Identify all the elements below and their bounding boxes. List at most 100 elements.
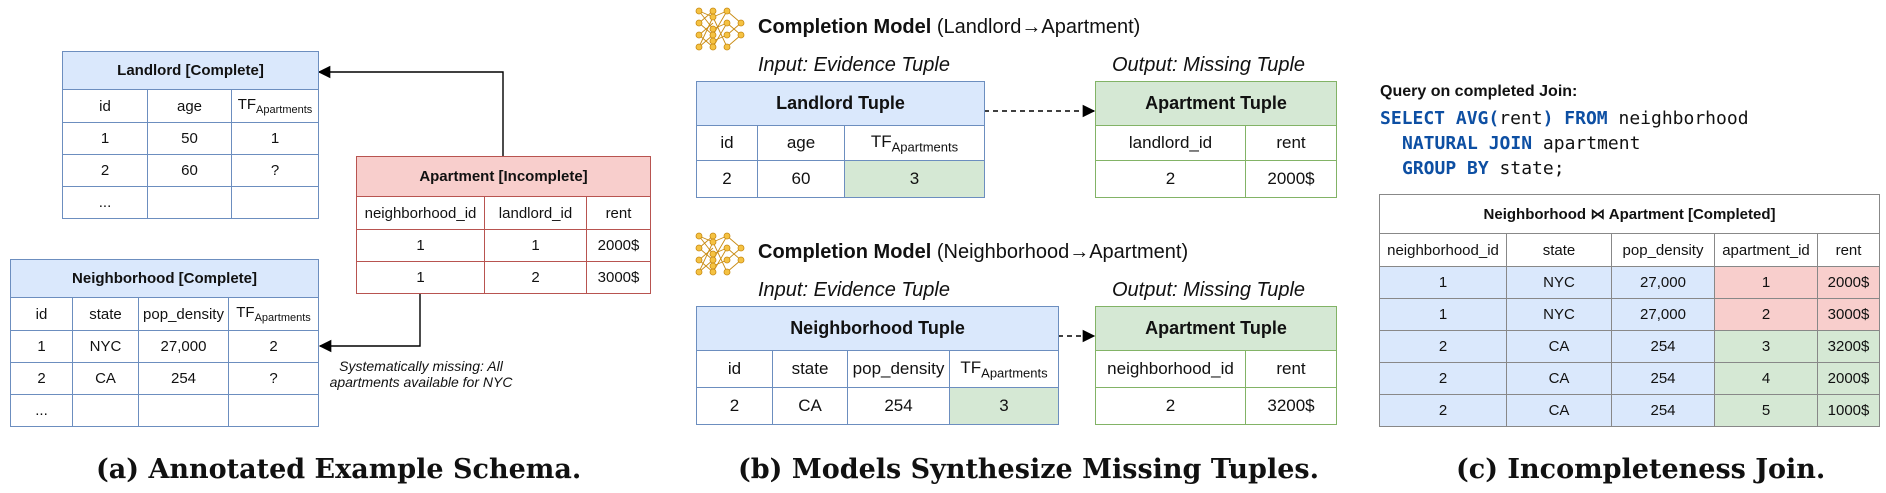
table-cell: 27,000 xyxy=(1611,266,1715,299)
neural-network-icon xyxy=(695,232,745,276)
model2-title: Completion Model (Neighborhood→Apartment… xyxy=(758,241,1189,263)
apartment-to-landlord-arrow xyxy=(317,65,504,156)
column-header: landlord_id xyxy=(484,196,587,230)
column-header: landlord_id xyxy=(1095,125,1246,161)
table-cell: 1 xyxy=(1379,298,1507,331)
table-cell: 254 xyxy=(1611,394,1715,427)
table-cell: 2 xyxy=(696,387,773,425)
apartment-to-neighborhood-arrow xyxy=(318,293,421,353)
column-header: state xyxy=(1506,233,1612,267)
table-cell: 3 xyxy=(844,160,985,198)
column-header: state xyxy=(72,297,139,331)
join-result-table: Neighborhood ⋈ Apartment [Completed] nei… xyxy=(1378,194,1881,427)
table-cell: NYC xyxy=(1506,298,1612,331)
column-header: age xyxy=(757,125,845,161)
table-cell: 1000$ xyxy=(1816,394,1881,427)
column-header: id xyxy=(62,89,148,123)
column-header: rent xyxy=(1244,125,1338,161)
table-cell: 2 xyxy=(696,160,758,198)
table-cell: 2 xyxy=(1379,330,1507,363)
table-cell xyxy=(227,394,320,427)
table-cell: 1 xyxy=(356,229,485,262)
column-header: rent xyxy=(1816,233,1881,267)
sql-line: SELECT AVG(rent) FROM neighborhood xyxy=(1380,108,1749,129)
table-cell: 50 xyxy=(147,122,232,155)
table-title: Apartment [Incomplete] xyxy=(356,156,651,197)
table-cell: 2 xyxy=(1379,394,1507,427)
table-cell: 2000$ xyxy=(1244,160,1338,198)
table-cell: 60 xyxy=(757,160,845,198)
column-header: rent xyxy=(586,196,651,230)
missing-note-line: apartments available for NYC xyxy=(329,374,513,390)
table-cell: 1 xyxy=(230,122,320,155)
table-cell: 2 xyxy=(10,362,73,395)
table-cell: CA xyxy=(72,362,139,395)
table-cell: 1 xyxy=(62,122,148,155)
table-cell: NYC xyxy=(72,330,139,363)
table-row: 1 NYC 27,000 2 3000$ xyxy=(1379,298,1881,331)
landlord-tuple-table: Landlord Tuple id age TFApartments 2 60 … xyxy=(696,81,985,198)
apartment-tuple-table-1: Apartment Tuple landlord_id rent 2 2000$ xyxy=(1094,81,1338,198)
table-cell: 254 xyxy=(847,387,950,425)
table-cell xyxy=(138,394,229,427)
column-header: pop_density xyxy=(1611,233,1715,267)
table-title: Neighborhood Tuple xyxy=(695,306,1060,351)
table-cell: 2000$ xyxy=(1816,266,1881,299)
table-title: Landlord [Complete] xyxy=(61,51,320,90)
table-cell: 4 xyxy=(1714,362,1818,395)
table-cell: 27,000 xyxy=(138,330,229,363)
apartment-table: Apartment [Incomplete] neighborhood_id l… xyxy=(356,156,651,294)
table-cell: 2000$ xyxy=(586,229,651,262)
table-cell: 3200$ xyxy=(1244,387,1338,425)
column-header: id xyxy=(696,350,773,388)
sql-line: GROUP BY state; xyxy=(1402,158,1565,179)
column-header: neighborhood_id xyxy=(356,196,485,230)
table-cell: ... xyxy=(62,186,148,219)
table-cell: 27,000 xyxy=(1611,298,1715,331)
table-cell: 60 xyxy=(147,154,232,187)
table-title: Apartment Tuple xyxy=(1094,306,1338,351)
table-title: Neighborhood ⋈ Apartment [Completed] xyxy=(1378,194,1881,234)
table-cell: 2 xyxy=(227,330,320,363)
table-cell: 3200$ xyxy=(1816,330,1881,363)
table-cell: 2 xyxy=(1095,387,1246,425)
table-cell: 254 xyxy=(1611,330,1715,363)
model1-input-label: Input: Evidence Tuple xyxy=(758,54,950,76)
table-title: Landlord Tuple xyxy=(696,81,985,126)
column-header: id xyxy=(10,297,73,331)
column-header: id xyxy=(696,125,758,161)
table-cell: 1 xyxy=(356,261,485,294)
table-cell: 3000$ xyxy=(586,261,651,294)
model2-output-label: Output: Missing Tuple xyxy=(1112,279,1306,301)
table-row: 2 CA 254 4 2000$ xyxy=(1379,362,1881,395)
table-cell: 2 xyxy=(1379,362,1507,395)
query-label: Query on completed Join: xyxy=(1380,83,1578,100)
caption-c: (c) Incompleteness Join. xyxy=(1456,454,1826,485)
sql-line: NATURAL JOIN apartment xyxy=(1402,133,1641,154)
table-cell: CA xyxy=(1506,394,1612,427)
column-header: TFApartments xyxy=(227,297,320,331)
table-cell: NYC xyxy=(1506,266,1612,299)
table-row: 1 NYC 27,000 1 2000$ xyxy=(1379,266,1881,299)
table-cell: 5 xyxy=(1714,394,1818,427)
column-header: TFApartments xyxy=(230,89,320,123)
table-cell: CA xyxy=(1506,330,1612,363)
table-row: 2 CA 254 5 1000$ xyxy=(1379,394,1881,427)
column-header: rent xyxy=(1244,350,1338,388)
column-header: age xyxy=(147,89,232,123)
column-header: TFApartments xyxy=(948,350,1060,388)
apartment-tuple-table-2: Apartment Tuple neighborhood_id rent 2 3… xyxy=(1094,306,1338,425)
table-cell: ? xyxy=(230,154,320,187)
model1-title: Completion Model (Landlord→Apartment) xyxy=(758,16,1141,38)
table-cell: 1 xyxy=(484,229,587,262)
table-cell: 1 xyxy=(1379,266,1507,299)
table-cell xyxy=(147,186,232,219)
column-header: TFApartments xyxy=(844,125,985,161)
table-cell: 3 xyxy=(948,387,1060,425)
table-title: Neighborhood [Complete] xyxy=(9,259,320,298)
table-cell: 2 xyxy=(1714,298,1818,331)
table-cell: CA xyxy=(1506,362,1612,395)
caption-a: (a) Annotated Example Schema. xyxy=(96,454,582,485)
sql-query: SELECT AVG(rent) FROM neighborhood NATUR… xyxy=(1380,106,1749,181)
